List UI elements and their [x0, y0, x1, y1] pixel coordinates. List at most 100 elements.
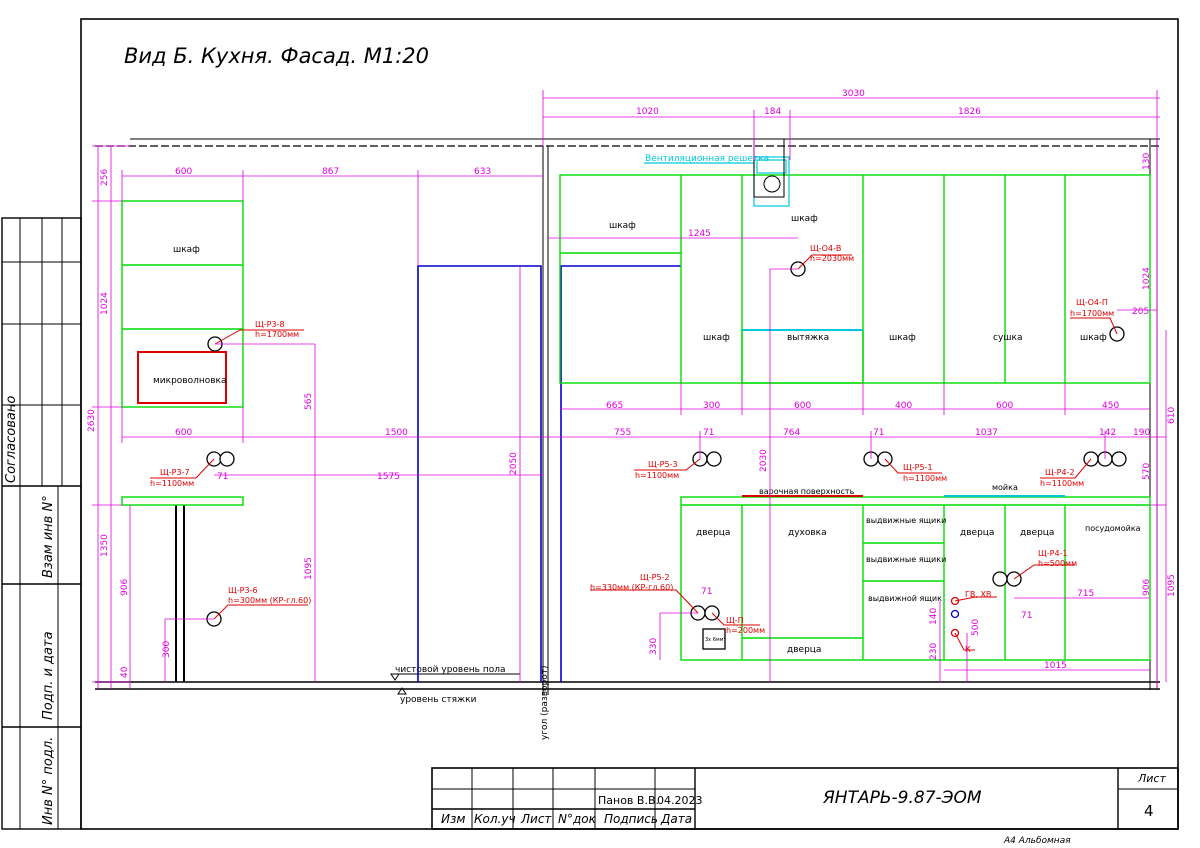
- dim-v-1024-right: 1024: [1142, 267, 1152, 290]
- side-label-agreed: Согласовано: [4, 396, 19, 483]
- screed-label: уровень стяжки: [400, 695, 477, 705]
- dim-v-230: 230: [929, 643, 939, 660]
- dim-1826: 1826: [958, 107, 981, 117]
- socket-id-7: Щ-Р4-2: [1045, 468, 1075, 477]
- dim-715: 715: [1077, 589, 1094, 599]
- socket-h-8: h=330мм (КР-гл.60): [590, 583, 673, 592]
- dim-71-d: 71: [701, 587, 712, 597]
- label-cabinet-2: шкаф: [703, 333, 730, 343]
- dim-142: 142: [1099, 428, 1116, 438]
- dim-400: 400: [895, 401, 912, 411]
- dim-764: 764: [783, 428, 800, 438]
- pipe-sewer-label: К: [965, 645, 971, 654]
- socket-h-5: h=1100мм: [635, 471, 679, 480]
- dim-665: 665: [606, 401, 623, 411]
- socket-h-4: h=1700мм: [1070, 309, 1114, 318]
- dim-v-2050: 2050: [509, 452, 519, 475]
- dim-600-d: 600: [175, 428, 192, 438]
- sheet-frame: [1, 18, 1179, 830]
- socket-id-2: Щ-Р3-6: [228, 586, 258, 595]
- dim-190: 190: [1133, 428, 1150, 438]
- dim-v-500: 500: [971, 619, 981, 636]
- title-block: [431, 767, 1179, 830]
- socket-id-5: Щ-Р5-3: [648, 460, 678, 469]
- label-door-bottom: дверца: [787, 645, 821, 655]
- pipe-water-label: ГВ, ХВ: [965, 590, 991, 599]
- side-label-signature-date: Подп. и дата: [41, 631, 56, 720]
- label-drawer-3: выдвижной ящик: [868, 594, 942, 603]
- dim-755: 755: [614, 428, 631, 438]
- dim-v-2630: 2630: [87, 409, 97, 432]
- dim-3030: 3030: [842, 89, 865, 99]
- dim-205: 205: [1132, 307, 1149, 317]
- dim-v-570: 570: [1142, 463, 1152, 480]
- dim-600-top: 600: [175, 167, 192, 177]
- microwave-box: [137, 351, 227, 404]
- dim-1037: 1037: [975, 428, 998, 438]
- col-signature: Подпись: [604, 812, 658, 826]
- dim-v-610: 610: [1167, 407, 1177, 424]
- side-label-original-inv: Инв N° подл.: [41, 737, 56, 825]
- dim-600-c: 600: [996, 401, 1013, 411]
- socket-id-1: Щ-Р3-7: [160, 468, 190, 477]
- sheet-label: Лист: [1137, 772, 1166, 785]
- dim-450: 450: [1102, 401, 1119, 411]
- dim-v-906-left: 906: [120, 579, 130, 596]
- label-dryer: сушка: [993, 333, 1022, 343]
- dim-1575: 1575: [377, 472, 400, 482]
- socket-leaders: [150, 254, 1118, 651]
- label-cabinet-top: шкаф: [609, 221, 636, 231]
- dim-71-c: 71: [217, 472, 228, 482]
- col-change: Изм: [441, 812, 465, 826]
- socket-id-0: Щ-Р3-8: [255, 320, 285, 329]
- junction-box: [702, 628, 726, 650]
- col-sheet: Лист: [520, 812, 552, 826]
- dim-1500: 1500: [385, 428, 408, 438]
- socket-id-8: Щ-Р5-2: [640, 573, 670, 582]
- dim-v-1024-left: 1024: [100, 292, 110, 315]
- socket-h-1: h=1100мм: [150, 479, 194, 488]
- label-hob: варочная поверхность: [759, 487, 855, 496]
- label-door-2: дверца: [960, 528, 994, 538]
- socket-id-9: Щ-П: [726, 616, 744, 625]
- dim-300: 300: [703, 401, 720, 411]
- dim-v-330: 330: [649, 638, 659, 655]
- socket-h-0: h=1700мм: [255, 330, 299, 339]
- paper-format: А4 Альбомная: [1003, 836, 1071, 846]
- socket-h-2: h=300мм (КР-гл.60): [228, 596, 311, 605]
- dimension-lines: [92, 90, 1167, 689]
- building-lines: [95, 138, 1160, 695]
- dim-71-b: 71: [873, 428, 884, 438]
- microwave-label: микроволновка: [153, 376, 227, 386]
- label-door-3: дверца: [1020, 528, 1054, 538]
- label-oven: духовка: [788, 528, 827, 538]
- label-door-1: дверца: [696, 528, 730, 538]
- col-count: Кол.уч: [474, 812, 516, 826]
- dim-v-565: 565: [304, 393, 314, 410]
- door-openings: [417, 265, 681, 682]
- dim-v-2030: 2030: [759, 449, 769, 472]
- furniture: [121, 174, 1151, 661]
- vent-shaft: [753, 138, 785, 198]
- label-hood: вытяжка: [787, 333, 829, 343]
- col-doc: N°док: [558, 812, 597, 826]
- label-cabinet-left: шкаф: [173, 245, 200, 255]
- dim-1020: 1020: [636, 107, 659, 117]
- socket-id-4: Щ-О4-П: [1076, 298, 1108, 307]
- label-sink: мойка: [992, 483, 1018, 492]
- finish-floor-label: чистовой уровень пола: [395, 665, 505, 675]
- dim-600-b: 600: [794, 401, 811, 411]
- dim-v-130: 130: [1142, 153, 1152, 170]
- dim-633: 633: [474, 167, 491, 177]
- socket-h-10: h=500мм: [1038, 559, 1077, 568]
- dim-1015: 1015: [1044, 661, 1067, 671]
- level-markers: [390, 673, 520, 695]
- socket-h-6: h=1100мм: [903, 474, 947, 483]
- socket-id-3: Щ-О4-В: [810, 244, 841, 253]
- label-drawers-1: выдвижные ящики: [866, 516, 946, 525]
- author-date: 04.2023: [657, 794, 703, 807]
- socket-h-7: h=1100мм: [1040, 479, 1084, 488]
- drawing-title: Вид Б. Кухня. Фасад. М1:20: [124, 44, 429, 68]
- socket-h-3: h=2030мм: [810, 254, 854, 263]
- socket-h-9: h=200мм: [726, 626, 765, 635]
